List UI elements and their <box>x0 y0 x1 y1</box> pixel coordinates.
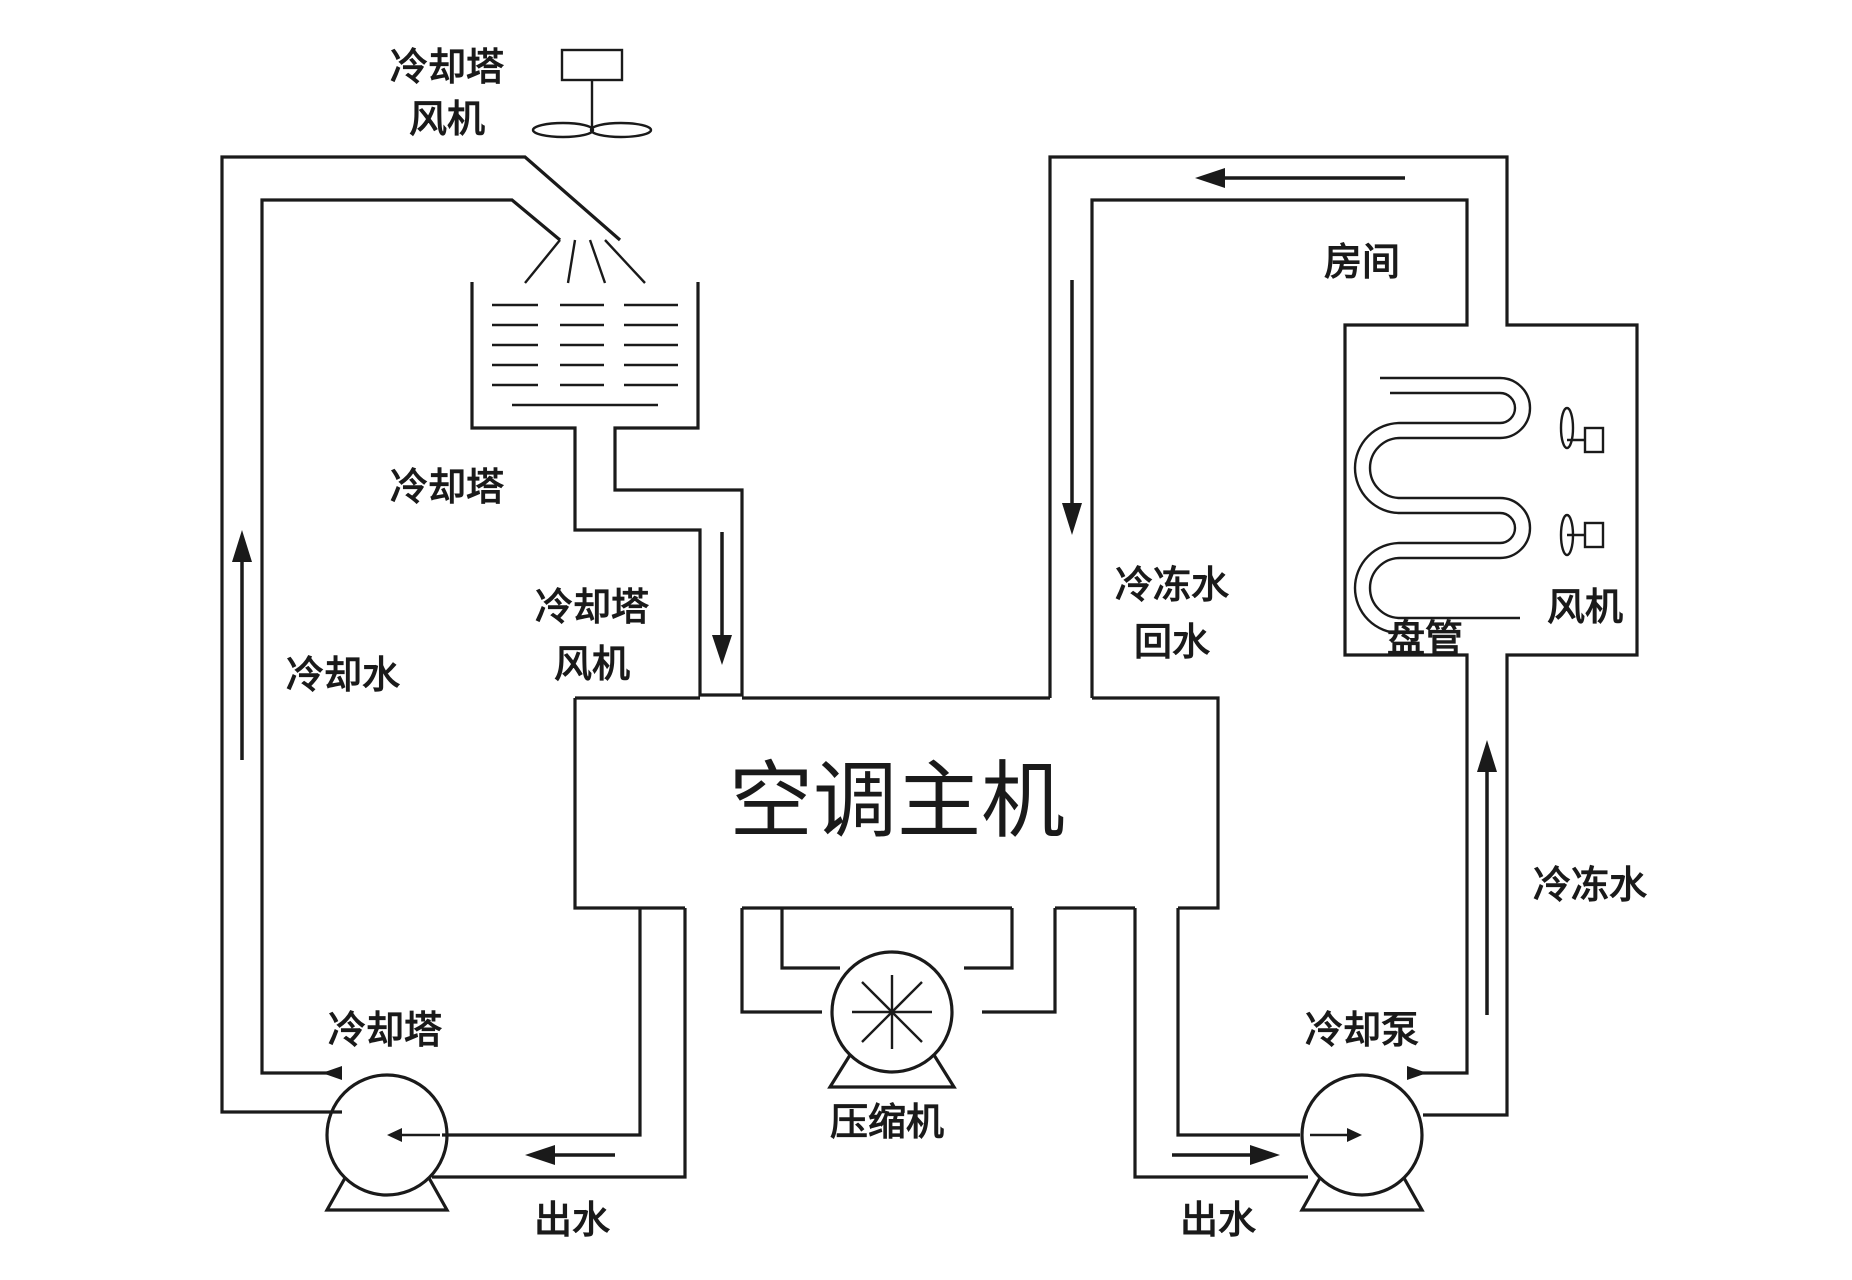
tower-fan-top-label-line1: 冷却塔 <box>390 45 505 89</box>
chilled-water-label: 冷冻水 <box>1533 863 1648 907</box>
cooling-water-loop <box>220 155 646 1114</box>
tower-pump-label: 冷却塔 <box>328 1008 443 1052</box>
cooling-tower-fan <box>531 48 653 139</box>
fan-blade-left <box>531 121 595 139</box>
cooling-pump-label: 冷却泵 <box>1305 1008 1419 1052</box>
tower-fan-top-label-line2: 风机 <box>409 97 485 141</box>
chilled-loop-inner-pipe <box>1090 198 1469 1075</box>
chilled-return-down-arrow <box>1062 280 1082 535</box>
tower-pump-base <box>324 1177 450 1212</box>
tower-outlet-down-arrow <box>712 532 732 665</box>
coil-fan-upper-icon <box>1559 406 1605 454</box>
coil-inner-serpentine <box>1353 391 1517 635</box>
chilled-return-label-line2: 回水 <box>1134 620 1211 664</box>
compressor-pipe-outer <box>740 908 1057 1014</box>
tower-fan-mid-label-line2: 风机 <box>554 642 630 686</box>
tower-pump-body <box>325 1073 449 1197</box>
compressor-base <box>827 1054 957 1089</box>
cooling-tower-basin <box>470 282 744 697</box>
chilled-water-loop <box>1048 155 1639 1117</box>
chilled-top-left-arrow <box>1195 168 1405 188</box>
chilled-return-label-line1: 冷冻水 <box>1115 563 1230 607</box>
cooling-loop-outer-pipe <box>220 155 622 1114</box>
return-pipe-inner <box>442 908 642 1137</box>
compressor <box>740 908 1057 1089</box>
chilled-water-up-arrow <box>1477 740 1497 1015</box>
compressor-label: 压缩机 <box>830 1100 944 1144</box>
water-lines <box>492 303 678 407</box>
main-to-tower-pump-pipes <box>432 908 687 1179</box>
tower-pump <box>322 1066 450 1212</box>
cooling-tower <box>470 282 744 697</box>
outlet-left-arrow <box>525 1145 615 1165</box>
spray-nozzles <box>524 239 646 284</box>
compressor-pipe-inner <box>780 908 1014 970</box>
pump-pipe-inner <box>1176 908 1300 1137</box>
return-pipe-outer <box>432 908 687 1179</box>
compressor-star-icon <box>852 975 932 1049</box>
room-label: 房间 <box>1324 240 1400 284</box>
cooling-water-up-arrow <box>232 530 252 760</box>
fan-label: 风机 <box>1547 585 1623 629</box>
coil-outer-serpentine <box>1368 376 1532 620</box>
main-unit-body <box>573 696 1220 910</box>
chilled-loop-outer-pipe <box>1048 155 1639 1117</box>
pump-pipe-outer <box>1133 908 1308 1179</box>
cooling-loop-inner-pipe <box>260 198 562 1075</box>
tower-fan-mid-label-line1: 冷却塔 <box>535 585 650 629</box>
cooling-pump-base <box>1299 1177 1425 1212</box>
coil-label: 盘管 <box>1387 617 1463 661</box>
cooling-pump <box>1133 908 1427 1212</box>
outlet-right-label: 出水 <box>1180 1198 1257 1242</box>
fan-motor-box <box>560 48 624 82</box>
fan-blade-right <box>589 121 653 139</box>
tower-label: 冷却塔 <box>390 465 505 509</box>
coil <box>1353 376 1532 635</box>
outlet-left-label: 出水 <box>534 1198 611 1242</box>
main-unit: 空调主机 <box>573 696 1220 910</box>
main-unit-label: 空调主机 <box>729 752 1065 850</box>
outlet-right-arrow <box>1172 1145 1280 1165</box>
cooling-water-label: 冷却水 <box>286 653 401 697</box>
compressor-body <box>830 950 954 1074</box>
cooling-pump-body <box>1300 1073 1424 1197</box>
coil-fan-lower-icon <box>1559 513 1605 557</box>
